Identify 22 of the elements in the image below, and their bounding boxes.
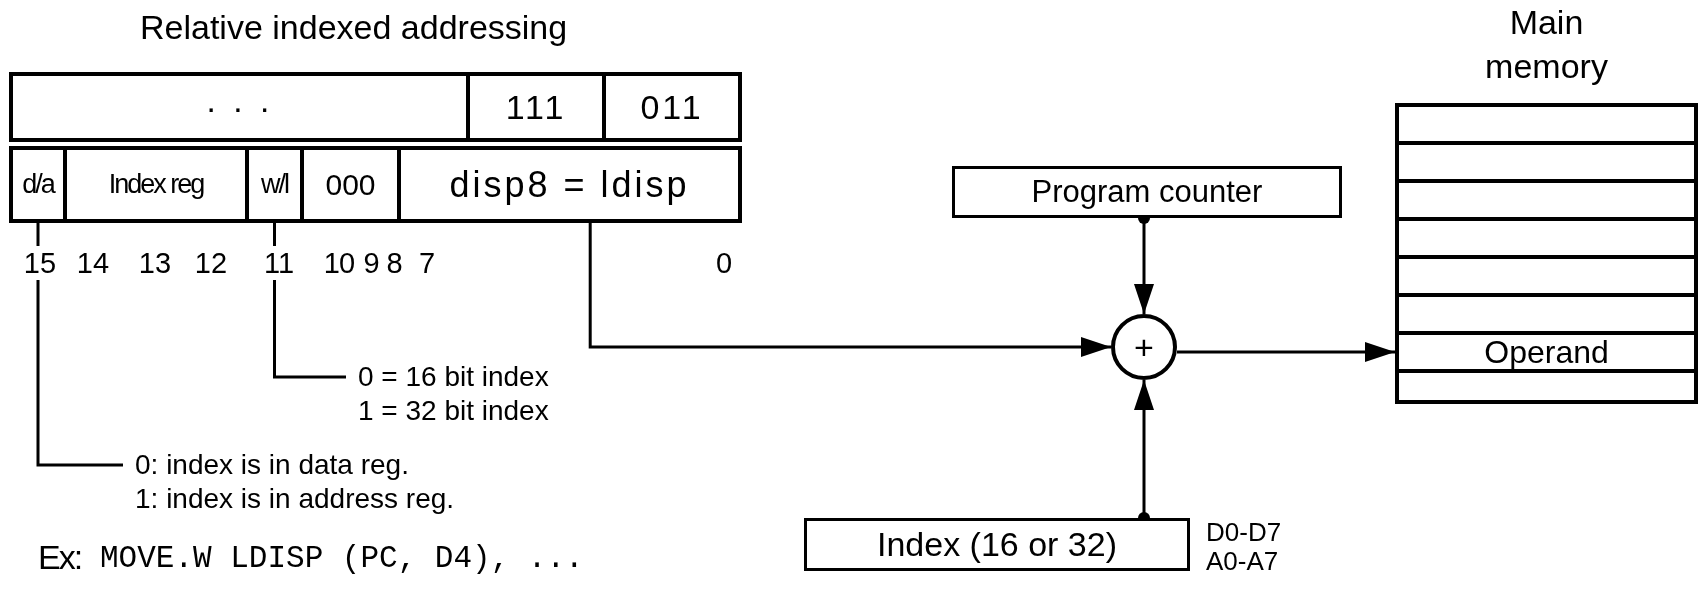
bit-number: 15 — [23, 246, 57, 280]
bit-number: 12 — [193, 246, 229, 280]
adder-symbol: + — [1111, 314, 1177, 380]
register-box: Index (16 or 32) — [804, 518, 1190, 571]
example-prefix: Ex: — [38, 538, 82, 577]
note-text: 0 = 16 bit index 1 = 32 bit index — [358, 360, 658, 432]
bit-number: 0 — [714, 246, 734, 280]
diagram-title: Relative indexed addressing — [140, 8, 568, 47]
note-text: 0: index is in data reg. 1: index is in address reg. — [135, 448, 555, 520]
bit-number: 10 — [322, 246, 356, 280]
bit-number: 7 — [417, 246, 437, 280]
example-code: MOVE.W LDISP (PC, D4), ... — [100, 541, 584, 576]
leader-line — [36, 223, 123, 467]
bit-number: 14 — [75, 246, 111, 280]
bit-number: 9 — [362, 246, 380, 280]
arrow — [1177, 342, 1395, 362]
bit-number: 8 — [385, 246, 403, 280]
memory-heading: Main memory — [1484, 2, 1609, 87]
arrow — [588, 223, 1111, 357]
register-box: Program counter — [952, 166, 1342, 218]
register-names: D0-D7 A0-A7 — [1206, 518, 1282, 576]
bit-number: 13 — [137, 246, 173, 280]
